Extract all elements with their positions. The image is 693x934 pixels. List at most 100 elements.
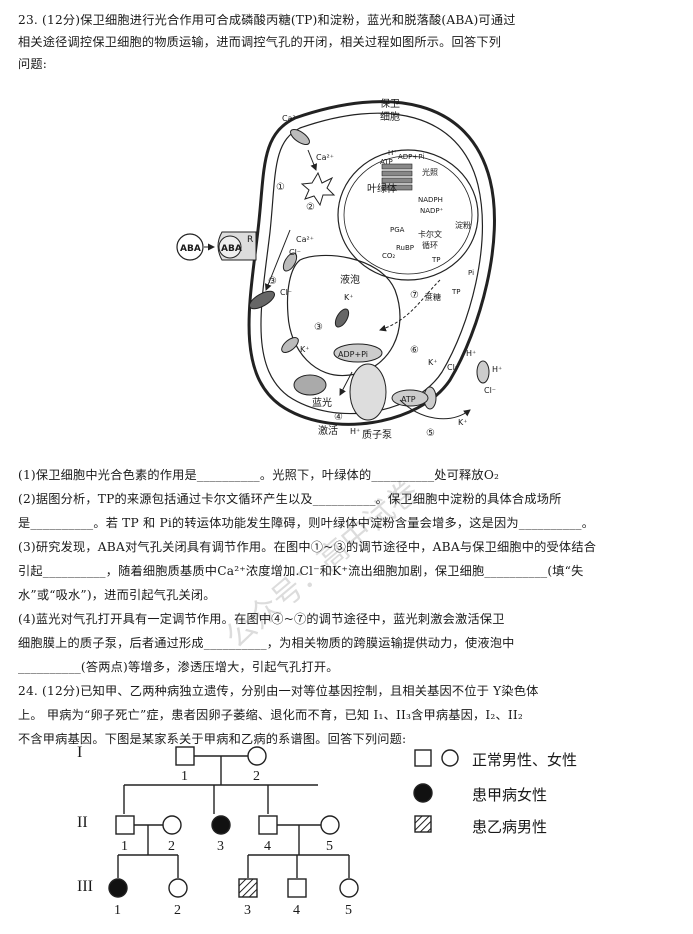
label-starch: 淀粉 <box>455 220 471 230</box>
ca-channel <box>290 128 310 146</box>
legend-affected-female-symbol <box>413 783 433 803</box>
label-nadp: NADP⁺ <box>420 207 444 215</box>
q23-sub4-line2: 细胞膜上的质子泵，后者通过形成__________，为相关物质的跨膜运输提供动力… <box>18 636 515 650</box>
label-pi: Pi <box>468 269 474 277</box>
label-k-3: K⁺ <box>428 358 437 367</box>
cell-wall <box>247 100 496 426</box>
III-3-disease-b-male <box>238 878 258 898</box>
label-ca-3: Ca²⁺ <box>296 235 314 244</box>
label-k-4: K⁺ <box>458 418 467 427</box>
q23-sub4-line1: (4)蓝光对气孔打开具有一定调节作用。在图中④~⑦的调节途径中，蓝光刺激会激活保… <box>18 612 505 626</box>
II-4-male <box>258 815 278 835</box>
label-proton-pump: 质子泵 <box>362 429 392 441</box>
blue-light-receptor <box>293 374 327 396</box>
label-nadph: NADPH <box>418 196 443 204</box>
step-7: ⑦ <box>410 290 419 301</box>
gen-I-label: I <box>77 744 83 761</box>
ca-burst <box>300 171 336 207</box>
pedigree-chart <box>108 746 459 898</box>
I-2-female <box>247 746 267 766</box>
label-cl-3: Cl⁻ <box>447 363 459 372</box>
III-2-label: 2 <box>174 903 181 918</box>
I-1-label: 1 <box>181 769 188 784</box>
h-cl-transporter <box>476 360 490 384</box>
q23-line-2: 相关途径调控保卫细胞的物质运输，进而调控气孔的开闭，相关过程如图所示。回答下列 <box>18 35 502 49</box>
step-4: ④ <box>334 412 343 423</box>
label-rubp: RuBP <box>396 244 414 252</box>
legend-disease-a-label: 患甲病女性 <box>472 786 548 804</box>
label-light: 光照 <box>422 167 438 177</box>
label-atp-1: ATP <box>380 158 393 166</box>
step-3a: ③ <box>268 276 277 287</box>
chloroplast-inner <box>343 155 473 275</box>
II-1-male <box>115 815 135 835</box>
gen-III-label: III <box>77 878 93 895</box>
II-2-female <box>162 815 182 835</box>
label-cl-4: Cl⁻ <box>484 386 496 395</box>
III-3-label: 3 <box>244 903 251 918</box>
label-atp-2: ATP <box>401 395 416 404</box>
label-k-2: K⁺ <box>300 345 309 354</box>
label-vacuole: 液泡 <box>340 273 360 286</box>
proton-pump <box>349 363 387 421</box>
guard-cell-diagram: 保卫 细胞 叶绿体 液泡 卡尔文 循环 淀粉 蔗糖 光照 蓝光 激活 质子泵 A… <box>176 97 502 441</box>
legend-disease-b-symbol <box>414 815 432 833</box>
II-2-label: 2 <box>168 839 175 854</box>
step-2: ② <box>306 202 315 213</box>
label-guard-cell-2: 细胞 <box>380 110 400 123</box>
legend-normal-label: 正常男性、女性 <box>472 751 578 769</box>
III-4-male <box>287 878 307 898</box>
II-3-label: 3 <box>217 839 224 854</box>
label-h-1: H⁺ <box>388 149 397 157</box>
label-h-4: H⁺ <box>350 427 360 436</box>
label-calvin-2: 循环 <box>422 240 438 250</box>
label-co2: CO₂ <box>382 252 395 260</box>
k-channel-vacuole <box>334 308 350 328</box>
step-3b: ③ <box>314 322 323 333</box>
k-channel-membrane <box>281 337 299 353</box>
q24-line-1: 24. (12分)已知甲、乙两种病独立遗传，分别由一对等位基因控制，且相关基因不… <box>18 684 539 698</box>
aba-free <box>176 233 204 261</box>
label-adp-2: ADP+Pi <box>338 350 368 359</box>
q23-line-1: 23. (12分)保卫细胞进行光合作用可合成磷酸丙糖(TP)和淀粉，蓝光和脱落酸… <box>18 13 516 27</box>
gen-II-label: II <box>77 814 88 831</box>
II-1-label: 1 <box>121 839 128 854</box>
II-5-female <box>320 815 340 835</box>
I-2-label: 2 <box>253 769 260 784</box>
label-aba-free: ABA <box>180 244 201 254</box>
label-h-2: H⁺ <box>466 349 476 358</box>
aba-bound <box>218 235 242 259</box>
q24-line-3: 不含甲病基因。下图是某家系关于甲病和乙病的系谱图。回答下列问题: <box>18 732 407 746</box>
legend-female-symbol <box>441 749 459 767</box>
q23-sub2-line2: 是__________。若 TP 和 Pi的转运体功能发生障碍，则叶绿体中淀粉含… <box>18 516 595 530</box>
legend-disease-b-label: 患乙病男性 <box>472 818 548 836</box>
label-sucrose: 蔗糖 <box>425 292 441 302</box>
label-tp-2: TP <box>451 288 461 296</box>
q23-sub3-line1: (3)研究发现，ABA对气孔关闭具有调节作用。在图中①~③的调节途径中，ABA与… <box>18 540 597 554</box>
III-1-affected-female <box>108 878 128 898</box>
label-receptor: R <box>247 235 253 245</box>
adp-pi-bubble <box>333 343 383 363</box>
q23-line-3: 问题: <box>18 57 48 71</box>
III-4-label: 4 <box>293 903 300 918</box>
step-1: ① <box>276 182 285 193</box>
label-blue-light: 蓝光 <box>312 396 332 409</box>
II-5-label: 5 <box>326 839 333 854</box>
label-ca-1: Ca²⁺ <box>282 114 300 123</box>
I-1-male <box>175 746 195 766</box>
label-tp-1: TP <box>431 256 441 264</box>
cl-channel-1 <box>282 252 298 272</box>
atp-bubble <box>391 389 429 407</box>
III-1-label: 1 <box>114 903 121 918</box>
chloroplast <box>337 149 479 281</box>
q23-sub4-line3: __________(答两点)等增多，渗透压增大，引起气孔打开。 <box>18 660 339 674</box>
q23-sub1: (1)保卫细胞中光合色素的作用是__________。光照下，叶绿体的_____… <box>18 468 500 482</box>
label-calvin-1: 卡尔文 <box>418 229 442 239</box>
label-cl-2: Cl⁻ <box>280 288 292 297</box>
thylakoid-stack <box>381 163 413 191</box>
step-6: ⑥ <box>410 345 419 356</box>
label-chloroplast: 叶绿体 <box>367 182 397 195</box>
cl-channel-2 <box>249 290 275 310</box>
step-5: ⑤ <box>426 428 435 439</box>
